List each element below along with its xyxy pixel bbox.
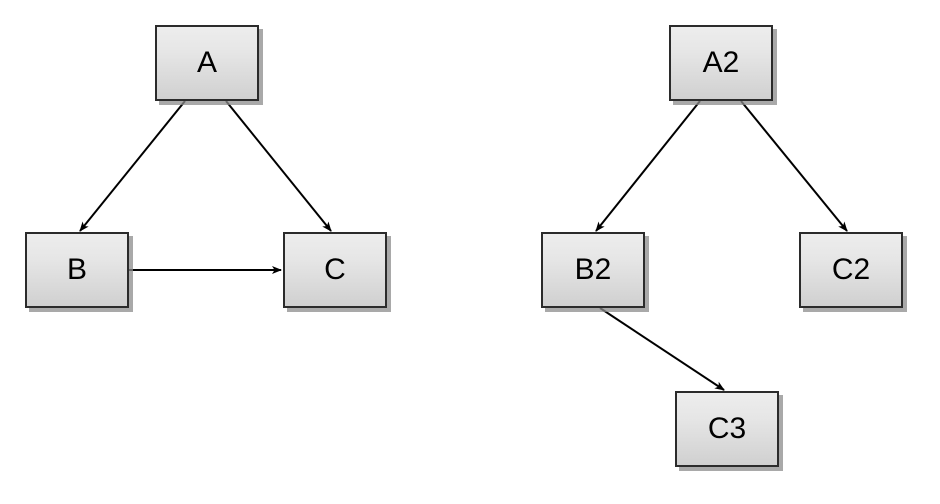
node-c2[interactable]: C2: [799, 232, 903, 308]
edge-a-to-c[interactable]: [225, 100, 332, 232]
edge-a2-to-b2[interactable]: [595, 100, 701, 232]
node-c[interactable]: C: [283, 232, 387, 308]
node-b2[interactable]: B2: [541, 232, 645, 308]
edge-b2-to-c3[interactable]: [599, 307, 725, 391]
node-label-c2: C2: [831, 253, 871, 286]
node-label-a2: A2: [702, 46, 740, 79]
node-a[interactable]: A: [155, 25, 259, 101]
node-label-c3: C3: [707, 412, 747, 445]
node-label-b2: B2: [574, 253, 612, 286]
edges-group: [79, 100, 848, 391]
node-a2[interactable]: A2: [669, 25, 773, 101]
edge-a2-to-c2[interactable]: [740, 100, 848, 232]
node-label-c: C: [324, 253, 346, 286]
node-label-b: B: [66, 253, 87, 286]
node-c3[interactable]: C3: [675, 391, 779, 467]
edge-a-to-b[interactable]: [79, 100, 186, 232]
node-label-a: A: [196, 46, 217, 79]
node-b[interactable]: B: [25, 232, 129, 308]
